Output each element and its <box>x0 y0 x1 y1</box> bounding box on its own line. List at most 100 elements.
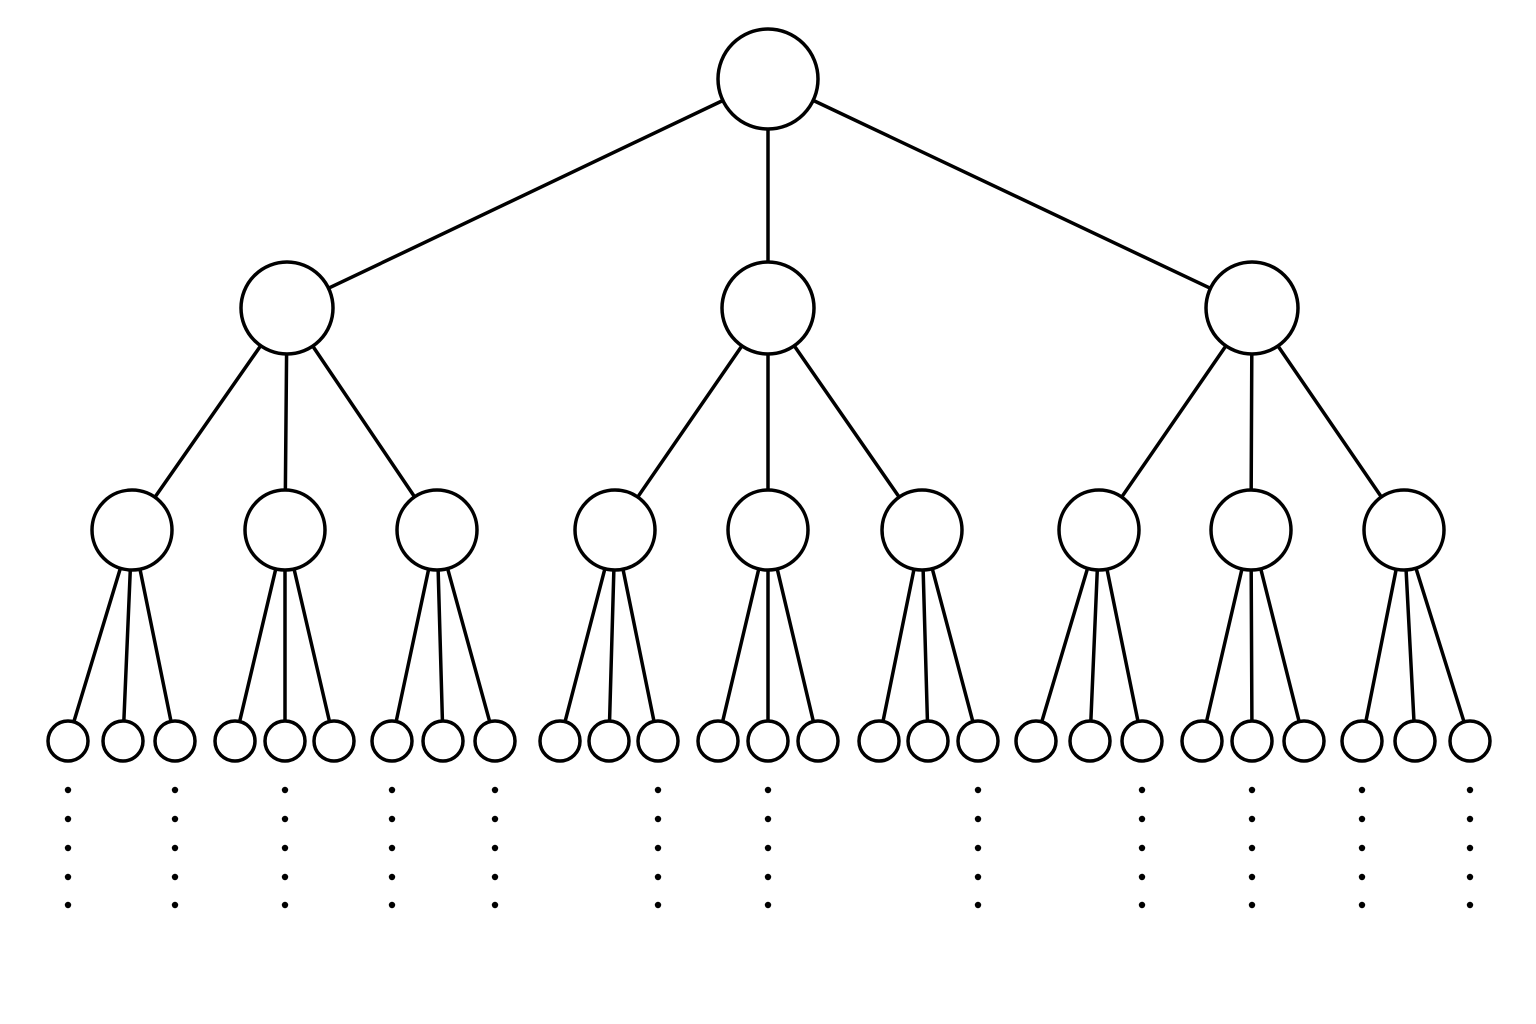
leaf-node <box>1448 719 1492 763</box>
ellipsis-dot <box>491 873 499 881</box>
ellipsis-dot <box>1466 873 1474 881</box>
ellipsis-dot <box>281 901 289 909</box>
ellipsis-dot <box>64 815 72 823</box>
ellipsis-dot <box>388 786 396 794</box>
leaf-node <box>1340 719 1384 763</box>
ellipsis-dot <box>1248 815 1256 823</box>
ellipsis-dot <box>1248 873 1256 881</box>
ellipsis-dot <box>764 786 772 794</box>
ellipsis-dot <box>1248 786 1256 794</box>
level-2-node <box>1209 488 1293 572</box>
tree-edge <box>881 567 916 724</box>
level-2-node <box>90 488 174 572</box>
leaf-node <box>46 719 90 763</box>
ellipsis-dot <box>171 844 179 852</box>
tree-edge <box>775 567 816 724</box>
ellipsis-dot <box>764 873 772 881</box>
tree-edge <box>1258 567 1301 724</box>
leaf-node <box>101 719 145 763</box>
ellipsis-dot <box>491 901 499 909</box>
tree-edge <box>1105 567 1140 724</box>
leaf-node <box>1068 719 1112 763</box>
tree-edge <box>811 98 1213 291</box>
ellipsis-column <box>654 786 662 909</box>
ellipsis-dot <box>171 786 179 794</box>
ellipsis-dot <box>1138 786 1146 794</box>
ellipsis-dot <box>1358 873 1366 881</box>
ellipsis-dot <box>281 815 289 823</box>
ellipsis-dot <box>64 901 72 909</box>
ellipsis-dot <box>388 844 396 852</box>
ellipsis-dot <box>281 873 289 881</box>
level-1-node <box>1204 260 1300 356</box>
tree-edge <box>607 568 616 723</box>
ellipsis-dot <box>388 873 396 881</box>
ellipsis-dot <box>974 815 982 823</box>
ellipsis-dot <box>1358 815 1366 823</box>
tree-edge <box>1414 566 1466 724</box>
ellipsis-dot <box>974 786 982 794</box>
tree-edge <box>283 352 289 492</box>
tree-edge <box>792 344 901 499</box>
ellipsis-dot <box>654 901 662 909</box>
ellipsis-column <box>1248 786 1256 909</box>
level-2-node <box>1362 488 1446 572</box>
ellipsis-dot <box>654 873 662 881</box>
level-1-node <box>720 260 816 356</box>
root-node <box>716 27 820 131</box>
leaf-node <box>473 719 517 763</box>
ellipsis-dot <box>1358 901 1366 909</box>
tree-edge <box>311 344 417 499</box>
ellipsis-column <box>974 786 982 909</box>
ellipsis-dot <box>1248 844 1256 852</box>
tree-edge <box>563 566 607 724</box>
level-2-node <box>395 488 479 572</box>
level-2-node <box>726 488 810 572</box>
ellipsis-dot <box>281 786 289 794</box>
tree-edge <box>1276 344 1384 499</box>
ellipsis-dot <box>64 873 72 881</box>
ellipsis-dot <box>1358 786 1366 794</box>
continuation-dots <box>64 786 1474 909</box>
tree-edge <box>292 567 332 724</box>
ellipsis-dot <box>388 901 396 909</box>
tree-edge <box>237 567 278 724</box>
ellipsis-dot <box>171 873 179 881</box>
tree-edge <box>635 344 744 499</box>
ellipsis-dot <box>171 815 179 823</box>
level-2-node <box>573 488 657 572</box>
leaf-node <box>857 719 901 763</box>
leaf-node <box>746 719 790 763</box>
ellipsis-dot <box>388 815 396 823</box>
tree-edge <box>720 567 761 724</box>
tree-nodes <box>46 27 1492 763</box>
leaf-node <box>421 719 465 763</box>
ellipsis-dot <box>1466 786 1474 794</box>
ellipsis-column <box>1138 786 1146 909</box>
leaf-node <box>312 719 356 763</box>
level-2-node <box>1057 488 1141 572</box>
leaf-node <box>906 719 950 763</box>
leaf-node <box>587 719 631 763</box>
leaf-node <box>213 719 257 763</box>
ellipsis-dot <box>491 844 499 852</box>
leaf-node <box>636 719 680 763</box>
ellipsis-column <box>764 786 772 909</box>
ellipsis-dot <box>974 901 982 909</box>
tree-edges <box>72 98 1466 724</box>
tree-edge <box>1364 567 1398 724</box>
ellipsis-column <box>64 786 72 909</box>
level-2-node <box>243 488 327 572</box>
tree-edge <box>1249 568 1254 723</box>
tree-edge <box>326 98 725 290</box>
leaf-node <box>1014 719 1058 763</box>
ellipsis-dot <box>1248 901 1256 909</box>
tree-edge <box>921 568 930 723</box>
leaf-node <box>1393 719 1437 763</box>
ellipsis-dot <box>764 815 772 823</box>
ellipsis-dot <box>1466 815 1474 823</box>
leaf-node <box>1282 719 1326 763</box>
ellipsis-dot <box>171 901 179 909</box>
ellipsis-dot <box>64 786 72 794</box>
tree-edge <box>621 567 656 724</box>
